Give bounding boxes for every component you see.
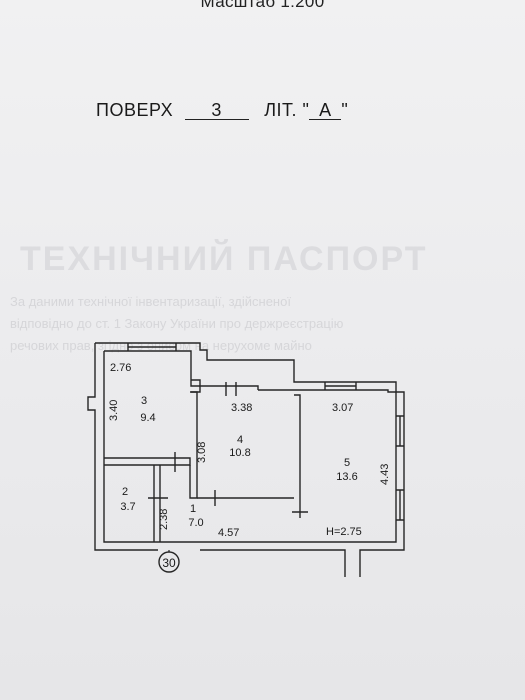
dim-308: 3.08 [196,442,208,463]
inner-wall-top-mid [200,385,259,390]
watermark-line: відповідно до ст. 1 Закону України про д… [10,316,344,331]
outer-wall-bottom-right [200,549,346,577]
floor-label: ПОВЕРХ [96,100,174,120]
floor-header: ПОВЕРХ 3 ЛІТ. "А" [96,100,348,121]
watermark-title: ТЕХНІЧНИЙ ПАСПОРТ [20,240,428,278]
window-right-1 [396,415,404,447]
room-3-area: 9.4 [140,412,155,424]
room-4-area: 10.8 [229,447,250,459]
floor-value: 3 [184,101,249,120]
window-right-2 [396,489,404,521]
room-1-area: 7.0 [188,517,203,529]
height-note: H=2.75 [326,526,362,538]
room-2-number: 2 [122,486,128,498]
lit-label: ЛІТ. " [264,100,310,120]
outer-wall-outline [95,342,405,577]
inner-wall-line [103,351,397,543]
watermark-line: За даними технічної інвентаризації, здій… [10,294,291,309]
room-3-number: 3 [141,395,147,407]
dim-443: 4.43 [379,464,391,485]
dim-276: 2.76 [110,362,131,374]
door-mark [148,382,308,513]
partition-room3-bottom [104,457,191,466]
watermark-line: речових прав, згідно з описом на нерухом… [10,338,312,353]
dim-238: 2.38 [158,509,170,530]
outer-wall-left [87,343,158,551]
room-4-number: 4 [237,434,243,446]
inner-wall-top-left [104,350,200,387]
balcony-stub [191,379,201,393]
dim-338: 3.38 [231,402,252,414]
dim-340: 3.40 [108,400,120,421]
room-5-area: 13.6 [336,471,357,483]
room-1-number: 1 [190,503,196,515]
scale-caption: Масштаб 1:200 [200,0,325,11]
partition-room4-right [294,394,301,518]
lit-close: " [341,100,349,120]
dim-457: 4.57 [218,527,239,539]
lit-value: А [309,101,342,120]
dim-307: 3.07 [332,402,353,414]
room-5-number: 5 [344,457,350,469]
window-top-right [324,382,357,390]
window-room3 [127,343,177,351]
axis-marker-label: 30 [162,556,176,570]
inner-wall-top-right [258,389,396,393]
room-2-area: 3.7 [120,501,135,513]
